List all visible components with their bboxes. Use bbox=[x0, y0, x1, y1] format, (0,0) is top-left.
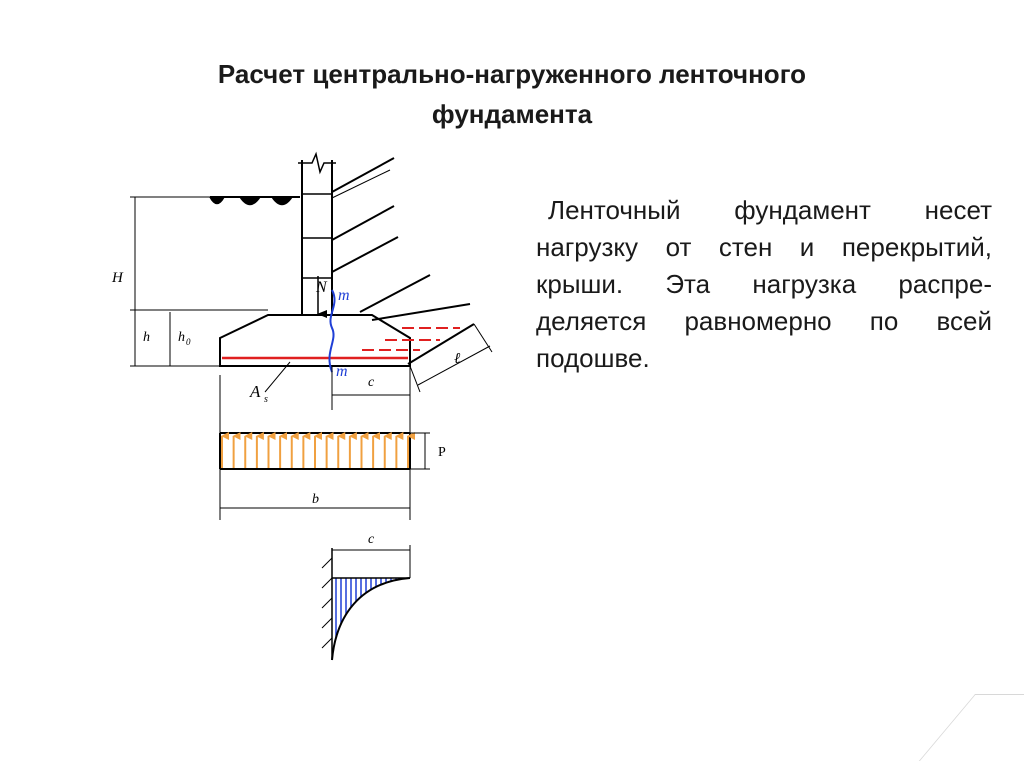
description-line-4: деляется равномерно по всей bbox=[536, 306, 992, 336]
label-H: H bbox=[111, 270, 124, 286]
label-c-top: c bbox=[368, 375, 375, 390]
label-l: ℓ bbox=[454, 351, 460, 367]
ground-surface bbox=[209, 196, 300, 206]
label-m-bottom: m bbox=[336, 363, 348, 380]
reinforcement-bar bbox=[222, 327, 460, 360]
description-line-2: нагрузку от стен и перекрытий, bbox=[536, 232, 992, 262]
perspective-lines bbox=[331, 157, 475, 365]
description-paragraph: Ленточный фундамент несет нагрузку от ст… bbox=[536, 192, 992, 377]
label-As: A bbox=[249, 382, 261, 401]
label-h0: h bbox=[178, 330, 185, 345]
pressure-arrows bbox=[221, 432, 415, 468]
label-h0-sub: 0 bbox=[186, 337, 191, 347]
moment-diagram bbox=[321, 545, 411, 661]
description-line-3: крыши. Эта нагрузка распре- bbox=[536, 269, 992, 299]
label-m-top: m bbox=[338, 287, 350, 304]
label-P: P bbox=[438, 445, 446, 460]
slide-title: Расчет центрально-нагруженного ленточног… bbox=[60, 54, 964, 134]
label-c-bottom: c bbox=[368, 532, 375, 547]
dimension-lines bbox=[130, 196, 493, 410]
label-As-sub: s bbox=[264, 394, 268, 405]
pressure-diagram bbox=[219, 375, 430, 520]
moment-hatch bbox=[335, 578, 407, 638]
description-line-1: Ленточный фундамент несет bbox=[548, 195, 992, 225]
label-h: h bbox=[143, 330, 150, 345]
title-line-2: фундамента bbox=[431, 99, 593, 129]
label-b: b bbox=[312, 492, 319, 507]
description-line-5: подошве. bbox=[536, 343, 650, 373]
title-line-1: Расчет центрально-нагруженного ленточног… bbox=[217, 59, 807, 89]
label-N: N bbox=[315, 279, 328, 296]
section-line-m bbox=[328, 289, 336, 373]
